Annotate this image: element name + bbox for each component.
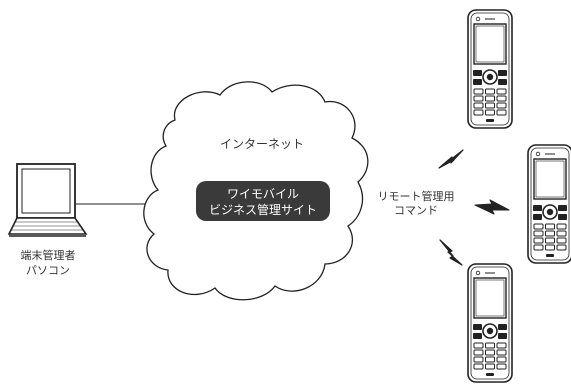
- internet-label: インターネット: [220, 137, 304, 151]
- server-label-line1: ワイモバイル: [227, 187, 299, 201]
- signal-bolt-right: [474, 199, 510, 215]
- mobile-phone-icon: [467, 263, 513, 383]
- admin-pc-label-line1: 端末管理者: [21, 248, 76, 262]
- business-admin-site-box: ワイモバイル ビジネス管理サイト: [196, 181, 330, 221]
- mobile-phone-icon: [467, 9, 513, 129]
- command-label-line2: コマンド: [394, 204, 438, 217]
- admin-pc-label-line2: パソコン: [26, 264, 70, 277]
- command-label-line1: リモート管理用: [378, 189, 455, 203]
- signal-bolt-top: [438, 149, 464, 169]
- server-label-line2: ビジネス管理サイト: [209, 202, 317, 217]
- signal-bolt-bottom: [439, 239, 463, 266]
- mobile-phone-icon: [527, 144, 571, 264]
- laptop-icon: [7, 163, 88, 237]
